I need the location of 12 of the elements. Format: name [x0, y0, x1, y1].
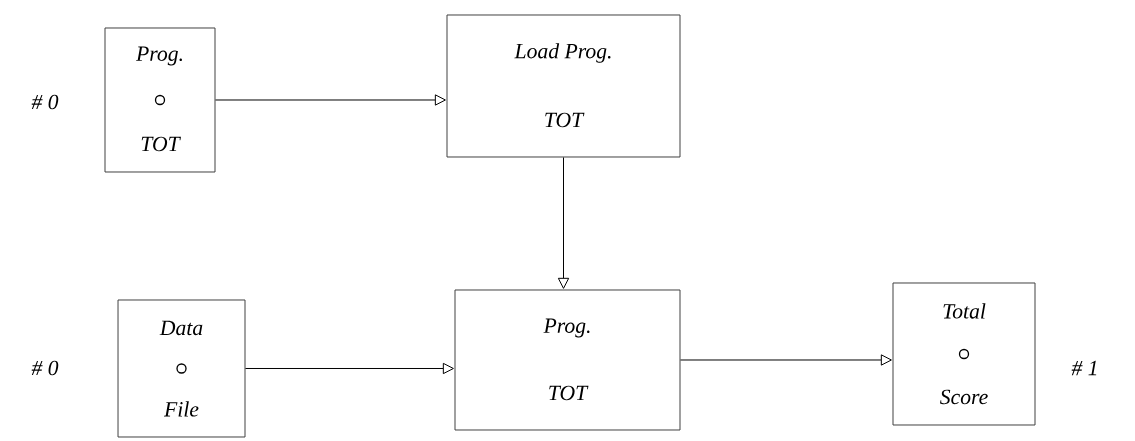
arrow: [245, 362, 454, 375]
process-box: Prog. TOT: [104, 27, 216, 173]
arrow: [557, 157, 570, 289]
process-box: Total Score: [892, 282, 1036, 426]
port-label: # 1: [1071, 360, 1097, 376]
port-label: # 0: [31, 360, 59, 376]
process-box: Prog. TOT: [454, 289, 681, 431]
process-box: Load Prog. TOT: [446, 14, 681, 158]
port-label: # 0: [31, 94, 59, 110]
process-box: Data File: [117, 299, 246, 438]
arrow: [680, 354, 892, 366]
arrow: [215, 94, 446, 106]
